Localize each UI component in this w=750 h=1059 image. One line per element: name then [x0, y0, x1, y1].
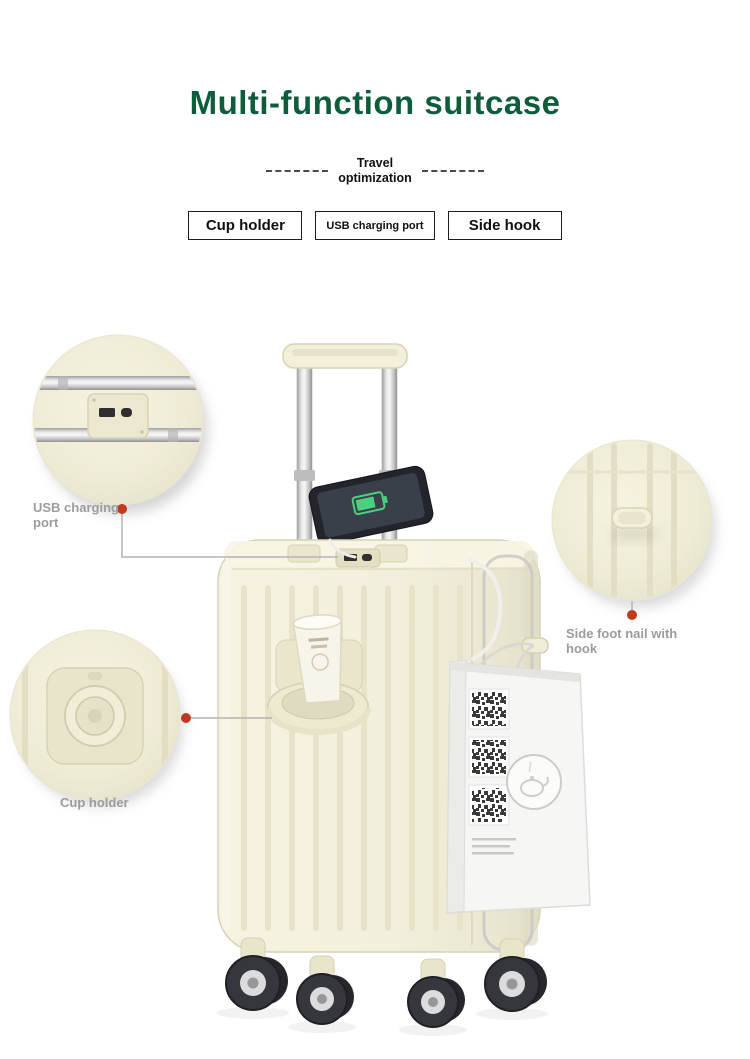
callout-cup-holder: Cup holder [60, 795, 129, 810]
subtitle-row: Travel optimization [0, 156, 750, 186]
shopping-bag [446, 642, 591, 914]
leader-cup [181, 713, 272, 723]
bag-logo [506, 754, 562, 810]
feature-boxes: Cup holder USB charging port Side hook [0, 211, 750, 240]
feature-box-cup-holder: Cup holder [188, 211, 303, 240]
callout-usb-charging-port: USB charging port [33, 500, 119, 530]
red-dot [627, 610, 637, 620]
red-dot [117, 504, 127, 514]
wheel [484, 938, 547, 1012]
charging-cable [328, 538, 503, 661]
subtitle-line2: optimization [338, 171, 412, 185]
feature-box-side-hook: Side hook [447, 211, 562, 240]
battery-icon [351, 491, 388, 516]
wheel [407, 958, 465, 1028]
callout-side-foot-nail-hook: Side foot nail with hook [566, 626, 678, 656]
qr-code [468, 688, 510, 826]
dash-line-right [421, 170, 484, 172]
red-dot [181, 713, 191, 723]
inset-cup-detail [9, 629, 183, 807]
feature-box-usb-port: USB charging port [315, 211, 435, 240]
wheel [225, 937, 288, 1011]
wheel [296, 955, 354, 1025]
bag-string [479, 642, 534, 667]
page-title: Multi-function suitcase [189, 84, 561, 121]
bag-fine-print [472, 838, 516, 855]
leader-usb [117, 504, 338, 558]
subtitle-text: Travel optimization [338, 156, 412, 186]
paper-cup [292, 614, 343, 704]
wheels [217, 937, 548, 1036]
inset-usb-detail [32, 334, 208, 514]
cup-holder [265, 614, 371, 735]
phone [308, 465, 434, 545]
leader-hook [627, 601, 637, 620]
dash-line-left [266, 170, 329, 172]
subtitle-line1: Travel [356, 156, 394, 170]
inset-hook-detail [551, 439, 716, 608]
